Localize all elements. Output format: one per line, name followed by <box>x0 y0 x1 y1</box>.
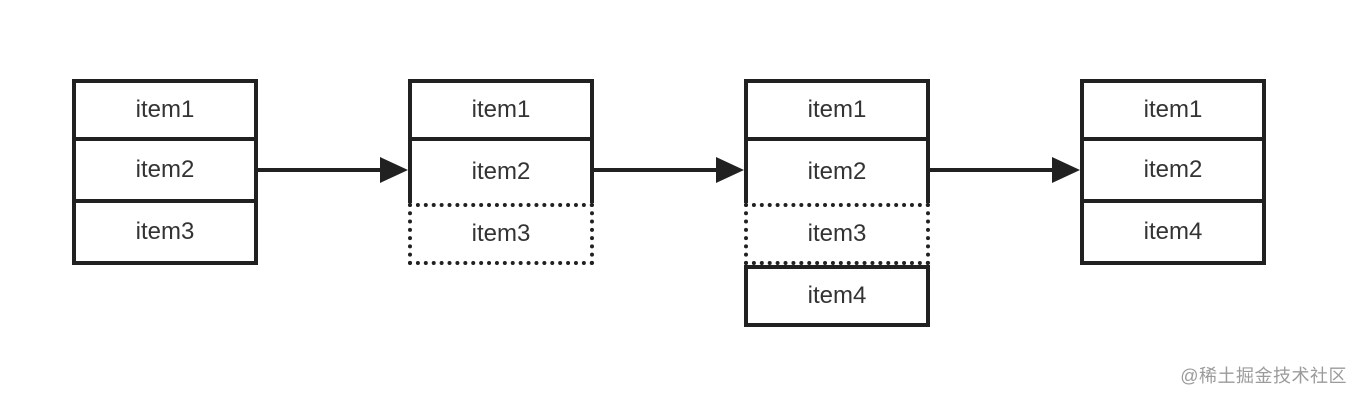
list-cell-item1-solid: item1 <box>408 79 594 141</box>
list-item-label: item3 <box>471 220 531 247</box>
list-state-2: item1 item2 item3 <box>408 79 594 265</box>
list-cell-item3-solid: item3 <box>72 203 258 265</box>
arrow-line <box>258 168 384 172</box>
list-item-label: item2 <box>1143 156 1203 183</box>
list-cell-item2-solid: item2 <box>1080 141 1266 203</box>
list-cell-item2-solid: item2 <box>744 141 930 203</box>
list-state-3: item1 item2 item3 item4 <box>744 79 930 327</box>
list-mutation-diagram: item1 item2 item3 item1 item2 item3 item1 item2… <box>72 79 1266 327</box>
list-cell-item1-solid: item1 <box>1080 79 1266 141</box>
list-item-label: item3 <box>807 220 867 247</box>
list-item-label: item1 <box>135 96 195 123</box>
list-item-label: item4 <box>807 282 867 309</box>
list-cell-item2-solid: item2 <box>408 141 594 203</box>
watermark-text: @稀土掘金技术社区 <box>1180 366 1347 386</box>
list-cell-item4-solid: item4 <box>1080 203 1266 265</box>
list-item-label: item2 <box>135 156 195 183</box>
arrow-head-icon <box>1052 157 1080 183</box>
list-item-label: item2 <box>471 158 531 185</box>
list-item-label: item1 <box>1143 96 1203 123</box>
arrow-right-icon <box>258 79 408 265</box>
list-item-label: item2 <box>807 158 867 185</box>
list-cell-item1-solid: item1 <box>72 79 258 141</box>
arrow-right-icon <box>930 79 1080 265</box>
arrow-line <box>930 168 1056 172</box>
list-cell-item2-solid: item2 <box>72 141 258 203</box>
list-cell-item1-solid: item1 <box>744 79 930 141</box>
list-state-4: item1 item2 item4 <box>1080 79 1266 265</box>
list-cell-item3-dotted: item3 <box>408 203 594 265</box>
arrow-right-icon <box>594 79 744 265</box>
arrow-head-icon <box>716 157 744 183</box>
list-cell-item4-solid: item4 <box>744 265 930 327</box>
list-item-label: item3 <box>135 218 195 245</box>
list-item-label: item1 <box>471 96 531 123</box>
list-cell-item3-dotted: item3 <box>744 203 930 265</box>
list-item-label: item1 <box>807 96 867 123</box>
list-state-1: item1 item2 item3 <box>72 79 258 265</box>
arrow-line <box>594 168 720 172</box>
list-item-label: item4 <box>1143 218 1203 245</box>
arrow-head-icon <box>380 157 408 183</box>
